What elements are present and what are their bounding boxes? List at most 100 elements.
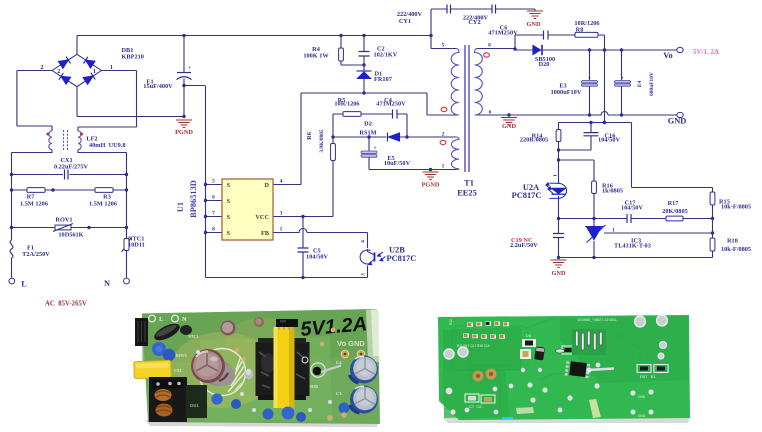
svg-text:0.22uF/275V: 0.22uF/275V — [54, 164, 89, 171]
svg-text:1000uF10V: 1000uF10V — [551, 89, 582, 96]
svg-text:IC3: IC3 — [631, 238, 641, 245]
svg-text:2: 2 — [40, 64, 43, 71]
svg-text:ROV1: ROV1 — [55, 217, 72, 224]
svg-text:E5: E5 — [387, 155, 394, 162]
svg-text:R4: R4 — [312, 46, 321, 53]
svg-text:10D561K: 10D561K — [58, 232, 83, 239]
svg-text:D20: D20 — [310, 384, 318, 389]
svg-text:R07 R1: R07 R1 — [640, 374, 657, 379]
svg-text:Vo GND: Vo GND — [337, 339, 365, 348]
svg-text:R5: R5 — [338, 97, 346, 104]
svg-text:10k-F/0805: 10k-F/0805 — [721, 246, 751, 253]
svg-text:8: 8 — [488, 43, 491, 49]
svg-text:NTC1: NTC1 — [188, 334, 198, 339]
svg-text:C7 C6: C7 C6 — [469, 404, 482, 409]
svg-text:FB: FB — [261, 230, 270, 237]
svg-text:D1: D1 — [375, 71, 383, 78]
svg-text:SB5100: SB5100 — [535, 56, 555, 63]
svg-text:R16: R16 — [602, 183, 613, 190]
svg-text:U2B: U2B — [389, 246, 405, 255]
svg-text:DB1: DB1 — [190, 403, 199, 408]
svg-text:GND: GND — [638, 414, 646, 418]
svg-text:E3: E3 — [559, 83, 566, 90]
svg-text:1.5M 1206: 1.5M 1206 — [89, 201, 117, 208]
svg-text:S: S — [227, 198, 231, 205]
svg-text:222/400V: 222/400V — [463, 14, 489, 21]
svg-text:4: 4 — [280, 179, 283, 185]
svg-text:R6: R6 — [306, 132, 313, 140]
svg-text:VCC: VCC — [255, 214, 269, 221]
svg-text:CX1: CX1 — [174, 368, 182, 373]
svg-text:222/400V: 222/400V — [397, 11, 423, 18]
svg-text:10D11: 10D11 — [128, 242, 145, 249]
svg-text:1: 1 — [280, 227, 283, 233]
svg-text:PGND: PGND — [175, 129, 193, 136]
svg-text:E4: E4 — [637, 81, 643, 88]
svg-text:C4: C4 — [384, 97, 393, 104]
svg-text:LF2: LF2 — [86, 136, 97, 143]
svg-text:GND: GND — [552, 270, 566, 277]
svg-text:T1: T1 — [464, 179, 474, 188]
svg-text:C19 NC: C19 NC — [511, 237, 533, 244]
svg-text:KBP210: KBP210 — [122, 54, 144, 61]
svg-text:100K 1W: 100K 1W — [303, 53, 329, 60]
svg-text:220R/0805: 220R/0805 — [520, 136, 548, 143]
svg-text:S: S — [227, 214, 231, 221]
svg-text:PGND: PGND — [422, 182, 440, 189]
svg-text:471M250V: 471M250V — [376, 100, 406, 107]
svg-text:R18: R18 — [727, 238, 738, 245]
svg-text:PC817C: PC817C — [512, 191, 542, 200]
svg-text:104/50V: 104/50V — [598, 137, 620, 144]
svg-text:R17: R17 — [668, 200, 679, 207]
svg-text:FR107: FR107 — [374, 76, 392, 83]
svg-text:4: 4 — [361, 240, 367, 243]
svg-text:R3: R3 — [103, 194, 111, 201]
svg-text:3.9K/0805: 3.9K/0805 — [319, 129, 325, 153]
svg-text:C16: C16 — [605, 133, 616, 140]
svg-text:1.5M 1206: 1.5M 1206 — [20, 201, 48, 208]
svg-text:D20: D20 — [539, 61, 550, 68]
svg-text:U1: U1 — [176, 202, 185, 212]
svg-text:S: S — [227, 230, 231, 237]
svg-text:10k-F/0805: 10k-F/0805 — [721, 204, 751, 211]
svg-text:F1: F1 — [27, 245, 34, 252]
svg-text:8: 8 — [212, 227, 215, 233]
svg-text:N: N — [104, 279, 110, 288]
svg-text:10R/1206: 10R/1206 — [334, 101, 359, 108]
svg-text:2: 2 — [57, 68, 60, 75]
svg-text:R15: R15 — [719, 199, 730, 206]
svg-text:Vo: Vo — [663, 51, 672, 60]
svg-text:EE25: EE25 — [457, 189, 477, 198]
svg-text:D: D — [264, 182, 269, 189]
svg-text:S: S — [227, 182, 231, 189]
svg-text:U2A: U2A — [523, 183, 539, 192]
svg-text:6: 6 — [489, 110, 492, 116]
svg-text:+: + — [188, 65, 191, 71]
svg-text:ROV1: ROV1 — [176, 353, 187, 358]
svg-text:7: 7 — [212, 211, 215, 217]
svg-text:2.2uF/50V: 2.2uF/50V — [510, 242, 538, 249]
svg-text:D2: D2 — [364, 121, 372, 128]
svg-text:D5: D5 — [526, 333, 532, 338]
svg-text:1: 1 — [442, 164, 445, 170]
svg-text:3: 3 — [280, 211, 283, 217]
svg-text:C3: C3 — [336, 391, 342, 396]
svg-text:NTC1: NTC1 — [128, 236, 144, 243]
svg-text:15uF/400V: 15uF/400V — [143, 83, 173, 90]
svg-text:C4: C4 — [336, 360, 342, 365]
svg-text:C17: C17 — [625, 200, 636, 207]
svg-text:+: + — [621, 76, 624, 82]
svg-text:DB1: DB1 — [122, 47, 134, 54]
svg-text:5: 5 — [212, 179, 215, 185]
svg-text:2: 2 — [442, 132, 445, 138]
svg-text:+: + — [588, 76, 591, 82]
svg-text:GND: GND — [527, 21, 541, 28]
svg-text:R8: R8 — [576, 27, 584, 34]
svg-text:+: + — [373, 146, 376, 152]
svg-text:C2: C2 — [377, 46, 385, 53]
svg-text:1k/0805: 1k/0805 — [602, 188, 623, 195]
svg-text:5: 5 — [442, 43, 445, 49]
svg-text:GND: GND — [668, 117, 687, 126]
svg-text:1: 1 — [612, 228, 615, 234]
svg-text:5V/1. 2A: 5V/1. 2A — [693, 48, 719, 56]
